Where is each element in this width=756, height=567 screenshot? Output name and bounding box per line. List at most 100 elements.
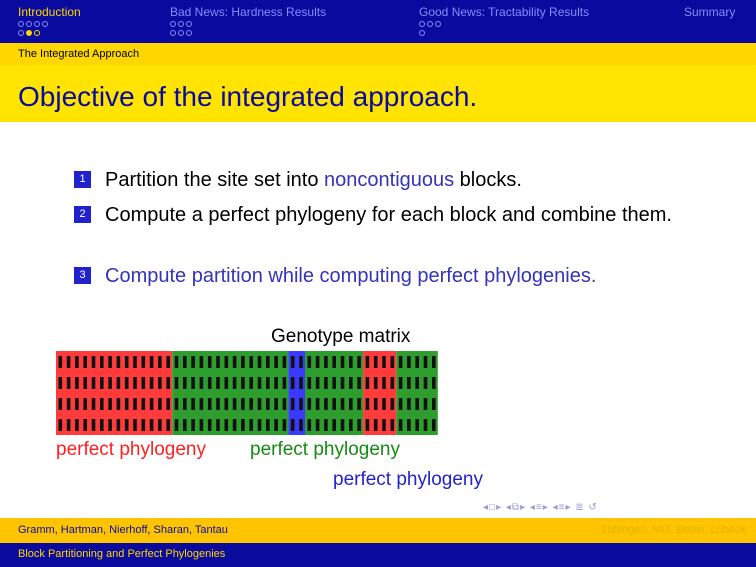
- nav-dots-bad-news[interactable]: [170, 21, 194, 36]
- matrix-cell: [266, 377, 270, 389]
- frame-title-bar: Objective of the integrated approach.: [0, 65, 756, 122]
- nav-section-title[interactable]: Good News: Tractability Results: [419, 5, 590, 19]
- frame-dot[interactable]: [170, 30, 176, 36]
- matrix-title: Genotype matrix: [271, 326, 411, 347]
- frame-dot[interactable]: [18, 30, 24, 36]
- nav-section-bad-news[interactable]: Bad News: Hardness Results: [170, 5, 326, 19]
- matrix-cell: [191, 398, 195, 410]
- frame-dot[interactable]: [186, 30, 192, 36]
- matrix-cell: [58, 356, 63, 368]
- nav-next-document-icon[interactable]: ▸: [565, 502, 572, 513]
- matrix-cell: [75, 377, 79, 389]
- document-icon[interactable]: ≡: [558, 502, 566, 513]
- appendix-icon[interactable]: ≣: [575, 502, 585, 513]
- matrix-cell: [266, 356, 270, 368]
- nav-next-section-icon[interactable]: ▸: [542, 502, 549, 513]
- matrix-cell: [133, 419, 137, 431]
- matrix-cell: [382, 377, 386, 389]
- matrix-cell: [158, 398, 162, 410]
- matrix-cell: [141, 377, 146, 389]
- nav-prev-frame-icon[interactable]: ◂: [483, 502, 490, 513]
- frame-dot[interactable]: [435, 21, 441, 27]
- matrix-cell: [332, 419, 336, 431]
- matrix-cell: [432, 419, 436, 431]
- matrix-cell: [174, 419, 179, 431]
- matrix-cell: [349, 419, 353, 431]
- matrix-cell: [398, 398, 403, 410]
- matrix-cell: [407, 356, 411, 368]
- matrix-cell: [324, 419, 328, 431]
- matrix-cell: [349, 356, 353, 368]
- frame-dot[interactable]: [26, 21, 32, 27]
- matrix-cell: [299, 377, 303, 389]
- frame-dot[interactable]: [42, 21, 48, 27]
- nav-section-title[interactable]: Bad News: Hardness Results: [170, 5, 327, 19]
- frame-dot[interactable]: [34, 30, 40, 36]
- nav-section-title[interactable]: Introduction: [18, 5, 81, 19]
- subsection-title: The Integrated Approach: [18, 48, 140, 60]
- matrix-cell: [274, 419, 278, 431]
- matrix-cell: [149, 377, 154, 389]
- matrix-cell: [83, 398, 87, 410]
- subsection-icon[interactable]: ⧉: [511, 502, 521, 513]
- item-number-badge: 2: [74, 206, 91, 223]
- matrix-cell: [432, 377, 436, 389]
- frame-dot[interactable]: [34, 21, 40, 27]
- matrix-cell: [124, 419, 129, 431]
- nav-dots-good-news[interactable]: [419, 21, 443, 36]
- matrix-cell: [158, 419, 162, 431]
- matrix-cell: [415, 356, 419, 368]
- nav-prev-document-icon[interactable]: ◂: [552, 502, 559, 513]
- matrix-cell: [241, 356, 245, 368]
- matrix-cell: [91, 356, 96, 368]
- matrix-cell: [75, 356, 79, 368]
- matrix-cell: [216, 398, 220, 410]
- matrix-cell: [66, 377, 71, 389]
- matrix-cell: [241, 419, 245, 431]
- frame-dot[interactable]: [419, 30, 425, 36]
- current-frame-dot[interactable]: [26, 30, 32, 36]
- frame-dot[interactable]: [427, 21, 433, 27]
- frame-icon[interactable]: □: [489, 502, 497, 513]
- frame-dot[interactable]: [170, 21, 176, 27]
- nav-dots-introduction[interactable]: [18, 21, 50, 36]
- matrix-cell: [324, 377, 328, 389]
- matrix-cell: [282, 398, 287, 410]
- frame-dot[interactable]: [178, 30, 184, 36]
- frame-dot[interactable]: [419, 21, 425, 27]
- beamer-navigation-symbols: ◂□▸ ◂⧉▸ ◂≡▸ ◂≡▸ ≣ ↺: [483, 502, 598, 513]
- search-icon[interactable]: ↺: [588, 502, 598, 513]
- matrix-cell: [324, 356, 328, 368]
- matrix-cell: [382, 356, 386, 368]
- nav-next-subsection-icon[interactable]: ▸: [520, 502, 527, 513]
- matrix-cell: [249, 356, 253, 368]
- nav-prev-section-icon[interactable]: ◂: [529, 502, 536, 513]
- matrix-cell: [149, 356, 154, 368]
- matrix-cell: [307, 356, 312, 368]
- matrix-cell: [307, 419, 312, 431]
- frame-dot[interactable]: [18, 21, 24, 27]
- frame-dot[interactable]: [186, 21, 192, 27]
- nav-next-frame-icon[interactable]: ▸: [496, 502, 503, 513]
- nav-section-good-news[interactable]: Good News: Tractability Results: [419, 5, 589, 19]
- matrix-cell: [75, 398, 79, 410]
- matrix-cell: [290, 356, 295, 368]
- matrix-cell: [66, 398, 71, 410]
- nav-section-introduction[interactable]: Introduction: [18, 5, 81, 19]
- matrix-cell: [373, 398, 378, 410]
- matrix-cell: [290, 419, 295, 431]
- nav-section-title[interactable]: Summary: [684, 5, 736, 19]
- frame-dot[interactable]: [178, 21, 184, 27]
- matrix-cell: [423, 398, 428, 410]
- nav-dots-row-1: [18, 21, 50, 27]
- matrix-cell: [257, 419, 262, 431]
- matrix-cell: [133, 377, 137, 389]
- matrix-cell: [257, 377, 262, 389]
- nav-prev-subsection-icon[interactable]: ◂: [505, 502, 512, 513]
- matrix-cell: [91, 419, 96, 431]
- section-icon[interactable]: ≡: [535, 502, 543, 513]
- matrix-cell: [183, 356, 187, 368]
- matrix-cell: [365, 398, 370, 410]
- matrix-cell: [149, 398, 154, 410]
- nav-section-summary[interactable]: Summary: [684, 5, 735, 19]
